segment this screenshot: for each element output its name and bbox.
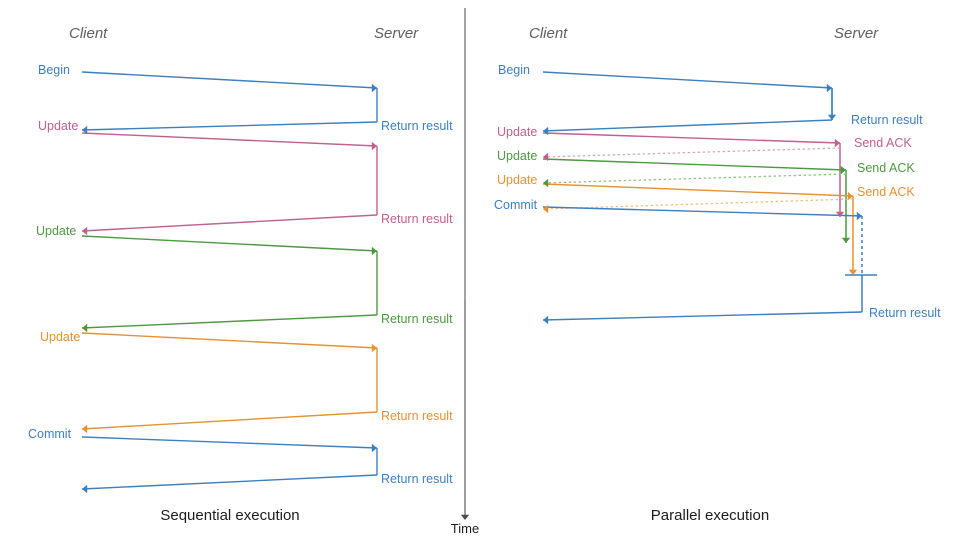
message-update-1-4-line — [542, 158, 847, 171]
panel-caption: Parallel execution — [651, 507, 769, 524]
lane-title-server: Server — [834, 25, 879, 42]
message-label-return-result: Return result — [381, 312, 453, 326]
message-return-result-0-5-arrowhead — [82, 323, 88, 333]
message-update-1-2-line — [542, 132, 841, 144]
message-send-ack-1-7-line — [542, 198, 854, 210]
message-update-0-2-line — [81, 132, 378, 147]
message-send-ack-1-3-line — [542, 147, 841, 158]
message-label-return-result: Return result — [869, 306, 941, 320]
message-return-result-0-7-line — [81, 411, 378, 430]
message-send-ack-1-5-arrowhead — [543, 178, 549, 188]
message-label-return-result: Return result — [381, 472, 453, 486]
activation-arrowhead-green — [841, 237, 851, 243]
message-update-0-6-line — [81, 332, 378, 349]
message-update-0-2-arrowhead — [371, 141, 377, 151]
message-return-result-1-1-line — [542, 119, 833, 132]
message-label-update: Update — [497, 173, 537, 187]
message-label-return-result: Return result — [381, 119, 453, 133]
message-return-result-0-3-arrowhead — [82, 226, 88, 236]
message-return-result-1-1-arrowhead — [543, 126, 549, 136]
message-return-result-1-9-line — [542, 311, 863, 321]
message-label-send-ack: Send ACK — [857, 185, 915, 199]
panel-caption: Sequential execution — [160, 507, 299, 524]
lane-title-client: Client — [69, 25, 108, 42]
message-return-result-0-1-line — [81, 121, 378, 131]
message-label-begin: Begin — [38, 63, 70, 77]
message-label-return-result: Return result — [381, 409, 453, 423]
message-label-update: Update — [497, 125, 537, 139]
message-update-1-6-arrowhead — [847, 191, 853, 201]
message-label-commit: Commit — [28, 427, 72, 441]
message-label-send-ack: Send ACK — [857, 161, 915, 175]
message-return-result-1-9-arrowhead — [543, 315, 549, 325]
message-label-return-result: Return result — [851, 113, 923, 127]
message-send-ack-1-5-line — [542, 173, 847, 184]
message-arrows-layer — [81, 8, 877, 520]
message-label-update: Update — [38, 119, 78, 133]
message-send-ack-1-3-arrowhead — [543, 152, 549, 162]
lane-title-client: Client — [529, 25, 568, 42]
lane-title-server: Server — [374, 25, 419, 42]
time-axis-label: Time — [451, 521, 479, 536]
message-update-0-6-arrowhead — [371, 343, 377, 353]
time-axis-arrowhead — [460, 514, 470, 520]
message-commit-1-8-line — [542, 206, 863, 217]
message-begin-1-0-arrowhead — [826, 83, 832, 93]
message-label-update: Update — [36, 224, 76, 238]
message-return-result-0-9-arrowhead — [82, 484, 88, 494]
activation-arrowhead-orange — [848, 269, 858, 275]
message-label-update: Update — [40, 330, 80, 344]
message-label-return-result: Return result — [381, 212, 453, 226]
message-update-1-2-arrowhead — [834, 138, 840, 148]
message-label-update: Update — [497, 149, 537, 163]
message-label-begin: Begin — [498, 63, 530, 77]
message-return-result-0-1-arrowhead — [82, 125, 88, 135]
message-begin-0-0-arrowhead — [371, 83, 377, 93]
panel-sequential — [81, 71, 378, 490]
message-update-1-4-arrowhead — [840, 165, 846, 175]
message-send-ack-1-7-arrowhead — [543, 204, 549, 214]
message-update-0-4-line — [81, 235, 378, 252]
message-label-commit: Commit — [494, 198, 538, 212]
message-return-result-0-5-line — [81, 314, 378, 329]
panel-parallel — [542, 71, 877, 321]
message-commit-1-8-arrowhead — [856, 211, 862, 221]
message-update-0-4-arrowhead — [371, 246, 377, 256]
message-return-result-0-9-line — [81, 474, 378, 490]
message-commit-0-8-arrowhead — [371, 443, 377, 453]
activation-arrowhead-blue — [827, 114, 837, 120]
message-begin-0-0-line — [81, 71, 378, 89]
message-return-result-0-7-arrowhead — [82, 424, 88, 434]
message-label-send-ack: Send ACK — [854, 136, 912, 150]
message-begin-1-0-line — [542, 71, 833, 89]
message-commit-0-8-line — [81, 436, 378, 449]
activation-arrowhead-pink — [835, 211, 845, 217]
message-update-1-6-line — [542, 183, 854, 197]
message-return-result-0-3-line — [81, 214, 378, 232]
